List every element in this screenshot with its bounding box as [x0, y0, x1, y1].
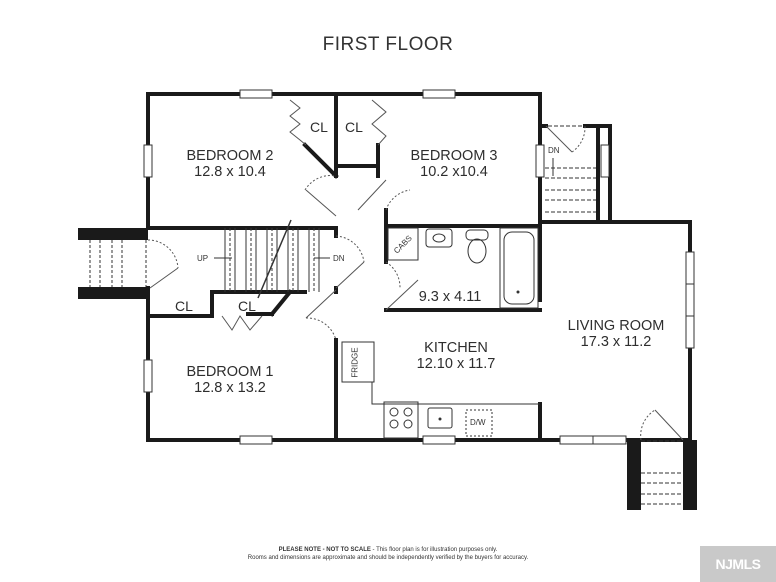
room-label-bedroom-3: BEDROOM 3 10.2 x10.4: [394, 148, 514, 180]
room-name: BEDROOM 2: [186, 148, 274, 164]
room-label-bedroom-2: BEDROOM 2 12.8 x 10.4: [170, 148, 290, 180]
room-name: BEDROOM 1: [186, 364, 274, 380]
fridge-label: FRIDGE: [350, 347, 360, 378]
closet-label: CL: [310, 119, 328, 135]
room-size: 12.8 x 13.2: [194, 380, 266, 396]
room-size: 12.10 x 11.7: [416, 356, 496, 372]
stairs-down-label: DN: [548, 146, 560, 155]
room-size: 10.2 x10.4: [420, 164, 488, 180]
disclaimer-line-1: - This floor plan is for illustration pu…: [370, 547, 498, 553]
room-label-living-room: LIVING ROOM 17.3 x 11.2: [556, 318, 676, 350]
room-name: LIVING ROOM: [567, 318, 665, 334]
floor-title: FIRST FLOOR: [322, 34, 454, 55]
room-size: 17.3 x 11.2: [580, 334, 652, 350]
room-name: KITCHEN: [424, 340, 488, 356]
room-size: 12.8 x 10.4: [194, 164, 266, 180]
stairs-up-label: UP: [197, 254, 209, 263]
room-name: BEDROOM 3: [410, 148, 498, 164]
room-label-bedroom-1: BEDROOM 1 12.8 x 13.2: [170, 364, 290, 396]
disclaimer-line-2: Rooms and dimensions are approximate and…: [247, 555, 529, 561]
dishwasher-label: D/W: [470, 418, 486, 427]
disclaimer-note: PLEASE NOTE - NOT TO SCALE - This floor …: [0, 546, 776, 562]
closet-label: CL: [238, 298, 256, 314]
njmls-watermark: NJMLS: [700, 546, 776, 582]
room-label-bathroom: 9.3 x 4.11: [400, 289, 500, 305]
stairs-down-label: DN: [333, 254, 345, 263]
closet-label: CL: [175, 298, 193, 314]
room-label-kitchen: KITCHEN 12.10 x 11.7: [396, 340, 516, 372]
closet-label: CL: [345, 119, 363, 135]
disclaimer-bold: PLEASE NOTE - NOT TO SCALE: [278, 547, 371, 553]
room-size: 9.3 x 4.11: [418, 289, 482, 305]
